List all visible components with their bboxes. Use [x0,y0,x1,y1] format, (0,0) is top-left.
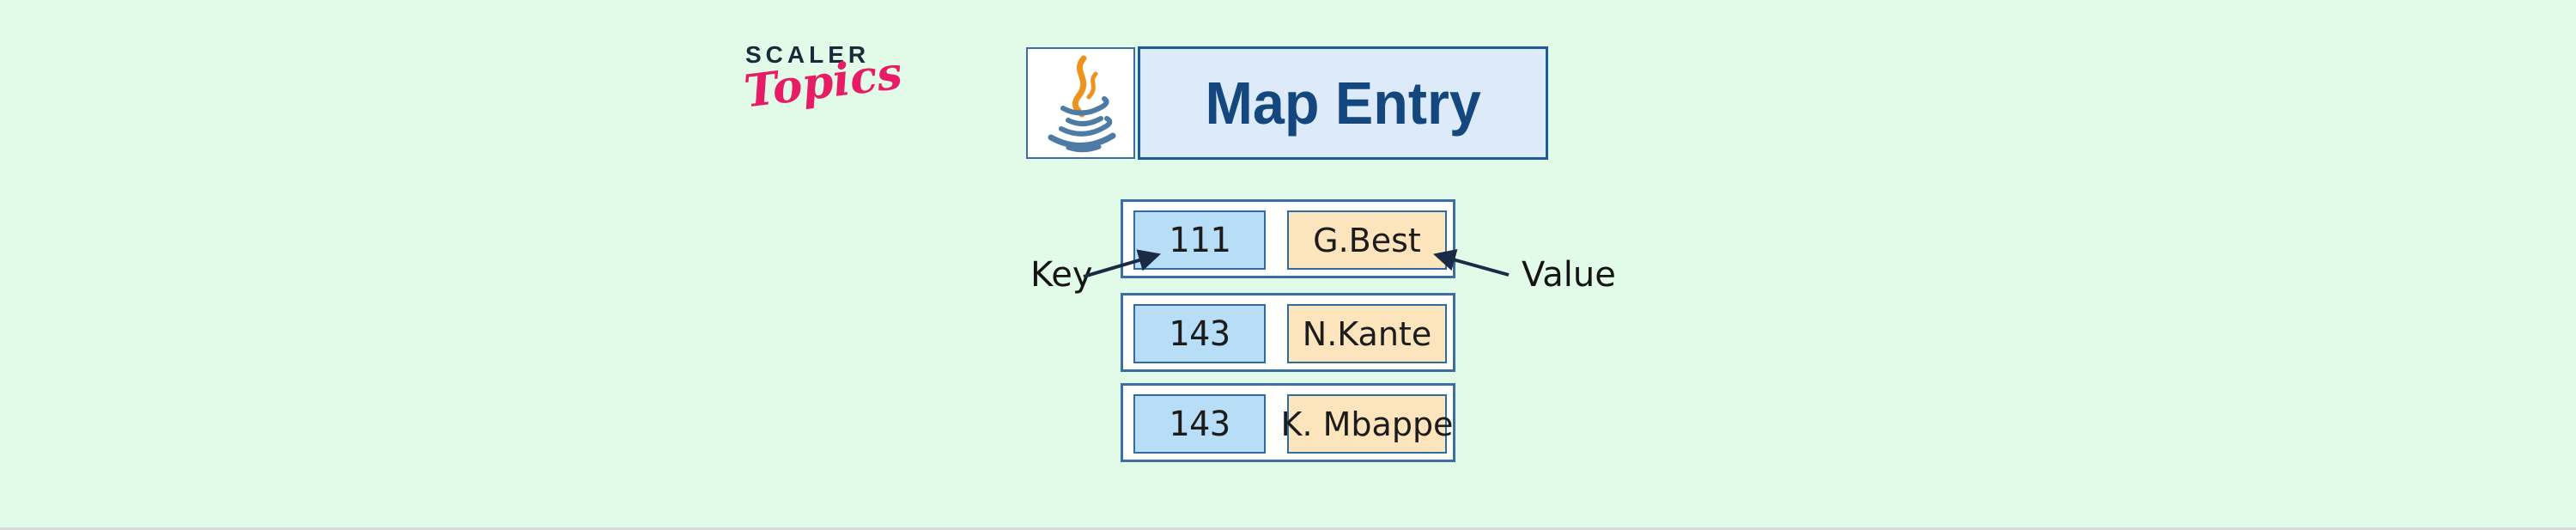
java-logo-icon [1048,55,1115,153]
value-cell: N.Kante [1287,304,1447,363]
value-text: G.Best [1313,221,1421,259]
value-cell: G.Best [1287,210,1447,270]
map-entry-row-3: 143 K. Mbappe [1121,383,1455,462]
java-logo-box [1026,47,1135,159]
map-entry-row-2: 143 N.Kante [1121,293,1455,372]
brand-sub-name: Topics [741,46,905,119]
map-entry-row-1: 111 G.Best [1121,199,1455,278]
value-cell: K. Mbappe [1281,394,1453,454]
page-title: Map Entry [1205,70,1481,137]
key-cell: 111 [1133,210,1266,270]
value-label: Value [1522,255,1616,295]
bottom-edge-line [0,527,2576,530]
key-text: 111 [1168,220,1231,260]
key-text: 143 [1168,314,1231,354]
value-text: N.Kante [1302,314,1432,353]
brand-name: SCALER [745,41,871,68]
title-box: Map Entry [1138,46,1548,160]
value-text: K. Mbappe [1280,405,1454,443]
key-cell: 143 [1133,304,1266,363]
scaler-topics-logo: SCALER Topics [741,41,905,119]
key-label: Key [1030,255,1093,295]
key-cell: 143 [1133,394,1266,454]
key-text: 143 [1168,404,1231,444]
